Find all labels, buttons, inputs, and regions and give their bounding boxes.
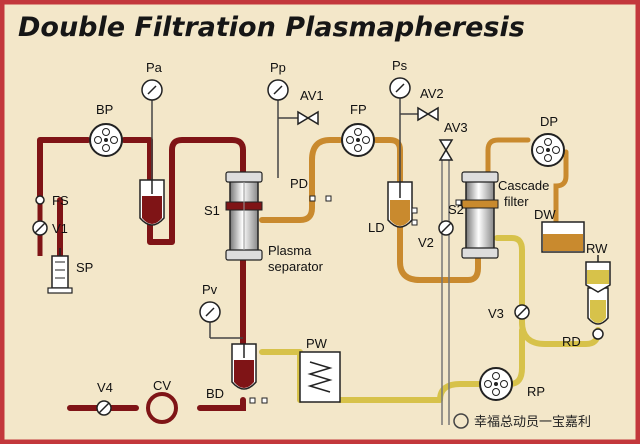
syringe-sp-icon bbox=[47, 248, 73, 294]
gauge-pp-icon bbox=[267, 79, 289, 101]
watermark: 幸福总动员一宝嘉利 bbox=[453, 413, 591, 430]
label-s1: S1 bbox=[204, 203, 220, 218]
drip-chamber-ld-icon bbox=[387, 181, 413, 228]
pump-rp-icon bbox=[479, 367, 513, 401]
wechat-icon bbox=[453, 413, 469, 429]
valve-av3-icon bbox=[438, 139, 454, 161]
gauge-ps-icon bbox=[389, 77, 411, 99]
drip-chamber-rd-icon bbox=[587, 287, 609, 340]
ld-sensor-icon bbox=[411, 207, 418, 226]
label-cascade-2: filter bbox=[504, 194, 529, 209]
drip-chamber-bd-icon bbox=[231, 343, 257, 390]
valve-av2-icon bbox=[417, 106, 439, 122]
label-plasma-separator-2: separator bbox=[268, 259, 324, 274]
plasma-separator-icon bbox=[225, 171, 263, 261]
gauge-pv-icon bbox=[199, 301, 221, 323]
label-ld: LD bbox=[368, 220, 385, 235]
label-pv: Pv bbox=[202, 282, 218, 297]
return-line bbox=[259, 235, 601, 403]
label-rp: RP bbox=[527, 384, 545, 399]
valve-v2-icon bbox=[438, 220, 454, 236]
cascade-filter-icon bbox=[461, 171, 499, 259]
valve-v1-icon bbox=[32, 220, 48, 236]
check-valve-cv-icon bbox=[146, 392, 178, 424]
label-cv: CV bbox=[153, 378, 171, 393]
label-bd: BD bbox=[206, 386, 224, 401]
gauge-pa-icon bbox=[141, 79, 163, 101]
discard-waste-container-icon bbox=[541, 221, 585, 253]
label-dw: DW bbox=[534, 207, 556, 222]
label-plasma-separator-1: Plasma bbox=[268, 243, 312, 258]
label-pd: PD bbox=[290, 176, 308, 191]
label-cascade-1: Cascade bbox=[498, 178, 549, 193]
valve-av1-icon bbox=[297, 110, 319, 126]
label-pa: Pa bbox=[146, 60, 163, 75]
label-v1: V1 bbox=[52, 221, 68, 236]
pump-dp-icon bbox=[531, 133, 565, 167]
label-v3: V3 bbox=[488, 306, 504, 321]
label-v2: V2 bbox=[418, 235, 434, 250]
label-pp: Pp bbox=[270, 60, 286, 75]
label-pw: PW bbox=[306, 336, 328, 351]
label-av1: AV1 bbox=[300, 88, 324, 103]
bd-sensor-icon bbox=[249, 397, 268, 404]
label-bp: BP bbox=[96, 102, 113, 117]
label-rw: RW bbox=[586, 241, 608, 256]
label-v4: V4 bbox=[97, 380, 113, 395]
diagram-title: Double Filtration Plasmapheresis bbox=[18, 12, 525, 43]
label-fp: FP bbox=[350, 102, 367, 117]
drain-line bbox=[485, 137, 569, 225]
s2-sensor-icon bbox=[455, 199, 462, 206]
watermark-text: 幸福总动员一宝嘉利 bbox=[474, 415, 591, 430]
label-ps: Ps bbox=[392, 58, 408, 73]
pump-bp-icon bbox=[89, 123, 123, 157]
valve-v3-icon bbox=[514, 304, 530, 320]
label-fs: FS bbox=[52, 193, 69, 208]
valve-v4-icon bbox=[96, 400, 112, 416]
replacement-bag-icon bbox=[585, 255, 611, 293]
warmer-pw-icon bbox=[299, 351, 341, 403]
pd-sensor-icon bbox=[309, 195, 332, 202]
label-rd: RD bbox=[562, 334, 581, 349]
pump-fp-icon bbox=[341, 123, 375, 157]
label-av3: AV3 bbox=[444, 120, 468, 135]
label-av2: AV2 bbox=[420, 86, 444, 101]
drip-chamber-pa-icon bbox=[139, 179, 165, 226]
label-dp: DP bbox=[540, 114, 558, 129]
label-sp: SP bbox=[76, 260, 93, 275]
label-s2: S2 bbox=[448, 202, 464, 217]
flow-sensor-fs-icon bbox=[35, 195, 45, 205]
